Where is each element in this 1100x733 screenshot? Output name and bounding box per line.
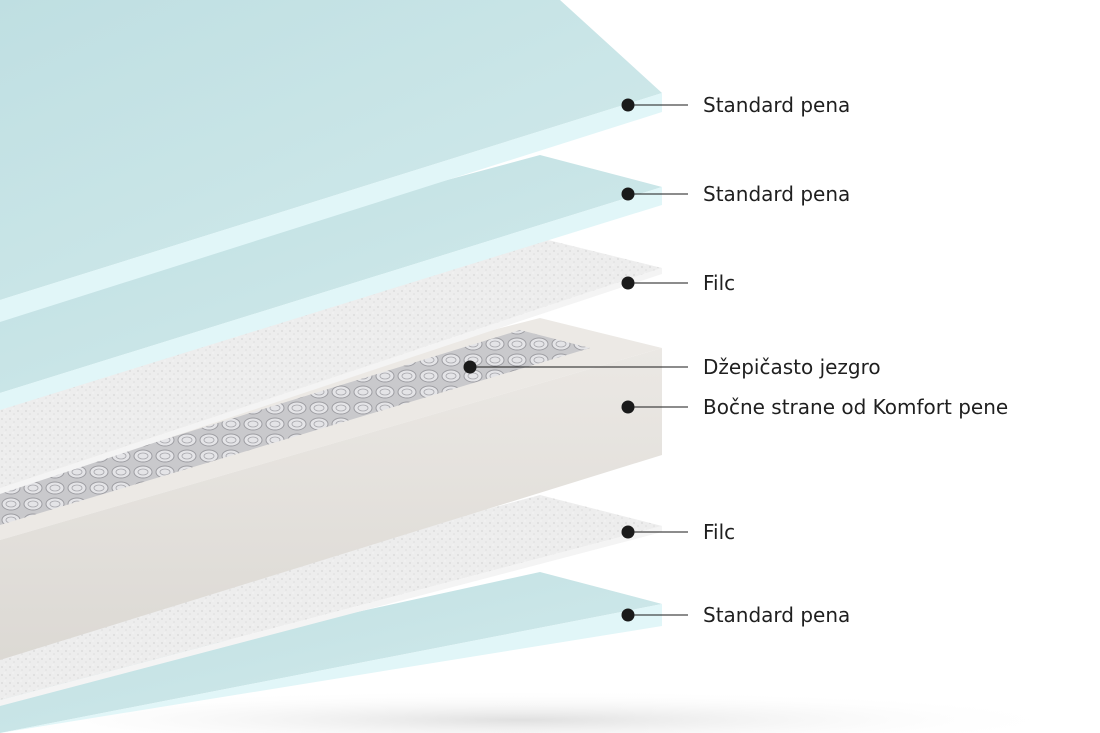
- marker-dot-standard-pena-bottom: [621, 608, 635, 622]
- marker-dot-dzepicasto-jezgro: [463, 360, 477, 374]
- marker-dot-filc-upper: [621, 276, 635, 290]
- label-dzepicasto-jezgro: Džepičasto jezgro: [703, 355, 881, 379]
- floor-shadow: [0, 690, 1080, 733]
- layer-standard-pena-bottom: [0, 572, 662, 733]
- marker-dot-bocne-strane: [621, 400, 635, 414]
- layer-dzepicasto-jezgro: [0, 330, 590, 525]
- layer-filc-lower: [0, 495, 662, 706]
- label-standard-pena-second: Standard pena: [703, 182, 851, 206]
- layer-filc-upper: [0, 238, 662, 494]
- leader-lines: [463, 98, 688, 622]
- label-bocne-strane: Bočne strane od Komfort pene: [703, 395, 1009, 419]
- marker-dot-standard-pena-second: [621, 187, 635, 201]
- layer-standard-pena-second: [0, 155, 662, 410]
- marker-dot-filc-lower: [621, 525, 635, 539]
- label-standard-pena-top: Standard pena: [703, 93, 851, 117]
- layer-standard-pena-top: [0, 0, 662, 322]
- label-filc-upper: Filc: [703, 271, 736, 295]
- label-standard-pena-bottom: Standard pena: [703, 603, 851, 627]
- layer-bocne-strane: [0, 318, 662, 660]
- marker-dot-standard-pena-top: [621, 98, 635, 112]
- label-filc-lower: Filc: [703, 520, 736, 544]
